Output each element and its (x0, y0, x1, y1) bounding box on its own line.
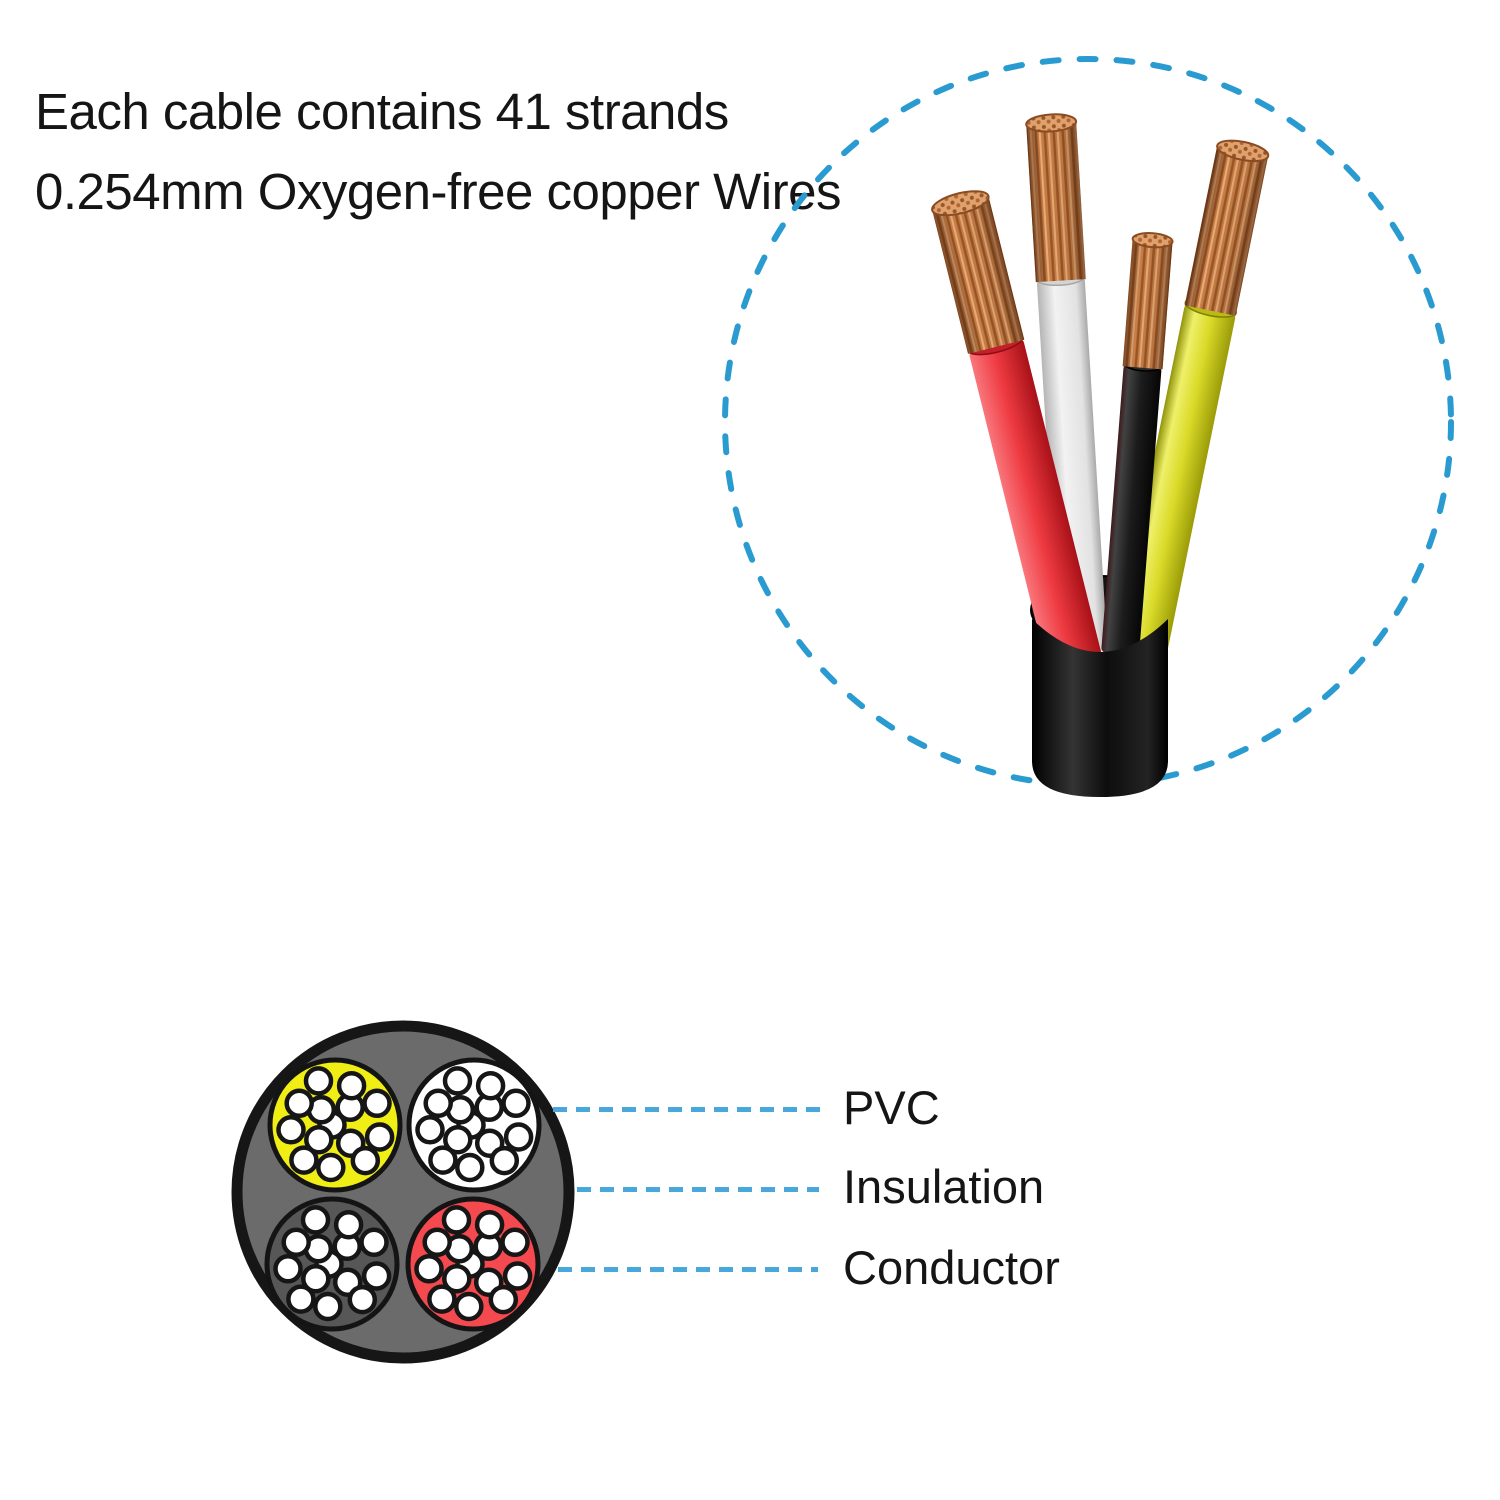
copper-strand (313, 1291, 343, 1322)
copper-strand (455, 1152, 485, 1183)
copper-strand (289, 1145, 319, 1175)
cable-jacket (1032, 619, 1168, 797)
white-wire-copper-tip (1025, 113, 1078, 133)
copper-strand (276, 1115, 306, 1145)
copper-strand (350, 1145, 381, 1176)
copper-strand (423, 1088, 453, 1119)
cable-cross-section (231, 1020, 575, 1364)
copper-strand (475, 1070, 506, 1101)
headline-line-2: 0.254mm Oxygen-free copper Wires (35, 163, 841, 220)
copper-strand (362, 1088, 392, 1119)
copper-strand (454, 1291, 484, 1322)
copper-strand (301, 1263, 331, 1294)
black-conductor-bundle (264, 1196, 400, 1332)
copper-strand (501, 1088, 531, 1119)
copper-strand (443, 1124, 473, 1155)
copper-strand (427, 1284, 457, 1314)
conductor-leader-line (558, 1267, 818, 1272)
copper-strand (273, 1254, 303, 1284)
yellow-wire-copper-shade (1184, 145, 1269, 316)
copper-strand (500, 1227, 530, 1258)
copper-strand (364, 1122, 395, 1152)
copper-strand (489, 1145, 520, 1176)
copper-strand (503, 1122, 534, 1152)
red-conductor-bundle (405, 1196, 541, 1332)
copper-strand (474, 1209, 505, 1240)
copper-strand (428, 1145, 458, 1175)
copper-strand (303, 1066, 334, 1096)
black-wire-copper-tip (1131, 232, 1174, 249)
pvc-label: PVC (843, 1081, 940, 1134)
red-wire (931, 190, 1102, 670)
headline-line-1: Each cable contains 41 strands (35, 83, 729, 140)
copper-strand (488, 1284, 519, 1315)
copper-strand (316, 1152, 346, 1183)
headline: Each cable contains 41 strands 0.254mm O… (35, 72, 841, 232)
copper-strand (414, 1254, 444, 1284)
red-wire-insulation (969, 338, 1102, 670)
copper-strand (286, 1284, 316, 1314)
yellow-conductor-bundle (267, 1057, 403, 1193)
pvc-leader-line (553, 1107, 829, 1112)
conductor-label: Conductor (843, 1241, 1060, 1294)
black-wire-insulation (1101, 363, 1162, 656)
black-wire-copper-shade (1122, 238, 1173, 370)
white-wire-copper-shade (1026, 121, 1086, 283)
cable-illustration (722, 56, 1454, 797)
white-conductor-bundle (406, 1057, 542, 1193)
copper-strand (300, 1205, 331, 1235)
copper-strand (304, 1124, 334, 1155)
insulation-leader-line (577, 1187, 819, 1192)
red-wire-copper-tip (931, 190, 990, 217)
copper-strand (422, 1227, 452, 1258)
black-wire (1101, 232, 1174, 656)
copper-strand (361, 1261, 392, 1291)
copper-strand (502, 1261, 533, 1291)
copper-strand (347, 1284, 378, 1315)
copper-strand (442, 1263, 472, 1294)
yellow-wire-copper-tip (1216, 139, 1270, 163)
copper-strand (415, 1115, 445, 1145)
red-wire-copper-shade (932, 196, 1025, 354)
insulation-label: Insulation (843, 1160, 1045, 1213)
copper-strand (281, 1227, 311, 1258)
copper-strand (359, 1227, 389, 1258)
copper-strand (441, 1205, 472, 1235)
copper-strand (333, 1209, 364, 1240)
copper-strand (284, 1088, 314, 1119)
copper-strand (336, 1070, 367, 1101)
copper-strand (442, 1066, 473, 1096)
